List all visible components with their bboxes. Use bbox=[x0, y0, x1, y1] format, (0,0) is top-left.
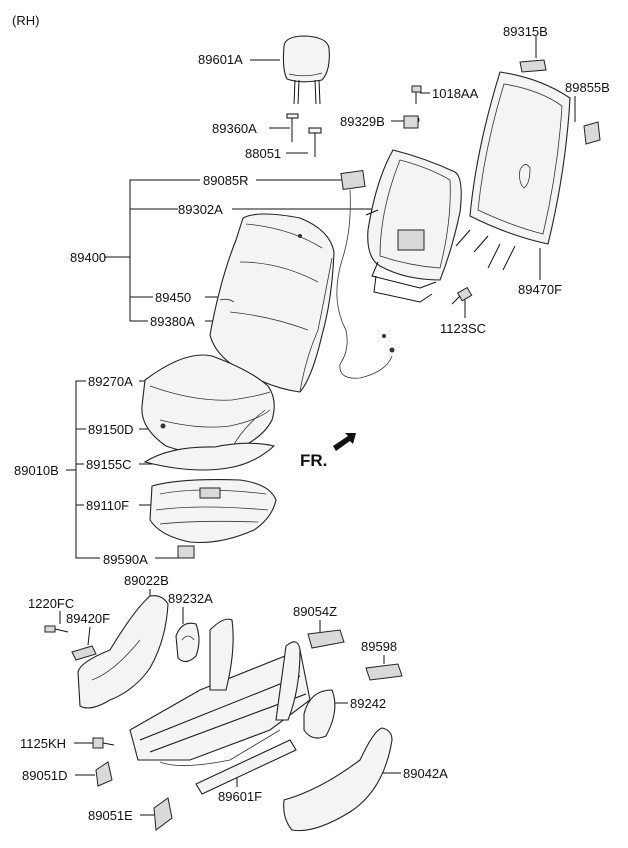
seat-track-frame bbox=[129, 618, 311, 766]
rail-89601F bbox=[195, 739, 297, 795]
wire-harness bbox=[336, 169, 395, 379]
side-label: (RH) bbox=[12, 13, 39, 28]
label-89051D: 89051D bbox=[22, 768, 68, 783]
cap-89051D bbox=[95, 761, 113, 787]
label-1220FC: 1220FC bbox=[28, 596, 74, 611]
side-cover-89022B bbox=[77, 595, 169, 709]
bolt-1018AA bbox=[411, 85, 422, 104]
label-89270A: 89270A bbox=[88, 374, 133, 389]
label-1123SC: 1123SC bbox=[440, 321, 486, 336]
label-88051: 88051 bbox=[245, 146, 281, 161]
front-direction-label: FR. bbox=[300, 451, 327, 470]
label-89022B: 89022B bbox=[124, 573, 169, 588]
label-89232A: 89232A bbox=[168, 591, 213, 606]
bolt-1220FC bbox=[44, 625, 69, 633]
headrest bbox=[282, 35, 330, 105]
label-89155C: 89155C bbox=[86, 457, 132, 472]
label-89110F: 89110F bbox=[86, 498, 129, 513]
seat-cushion bbox=[141, 354, 275, 455]
label-89400: 89400 bbox=[70, 250, 106, 265]
label-89054Z: 89054Z bbox=[293, 604, 337, 619]
label-89420F: 89420F bbox=[66, 611, 110, 626]
label-89242: 89242 bbox=[350, 696, 386, 711]
front-arrow-icon bbox=[333, 433, 356, 451]
bolt-1123SC bbox=[451, 286, 473, 305]
label-89085R: 89085R bbox=[203, 173, 249, 188]
label-89598: 89598 bbox=[361, 639, 397, 654]
label-89360A: 89360A bbox=[212, 121, 257, 136]
seat-frame bbox=[149, 479, 277, 543]
back-board bbox=[455, 71, 571, 271]
label-89855B: 89855B bbox=[565, 80, 610, 95]
cover-89420F bbox=[71, 645, 97, 661]
cover-89042A bbox=[283, 727, 393, 832]
label-89302A: 89302A bbox=[178, 202, 223, 217]
label-89601A: 89601A bbox=[198, 52, 243, 67]
seat-pad bbox=[143, 442, 276, 471]
label-89042A: 89042A bbox=[403, 766, 448, 781]
label-1018AA: 1018AA bbox=[432, 86, 479, 101]
label-89380A: 89380A bbox=[150, 314, 195, 329]
bolt-1125KH bbox=[92, 737, 115, 749]
ring-89242 bbox=[303, 689, 336, 739]
label-89010B: 89010B bbox=[14, 463, 59, 478]
seat-back-cushion bbox=[209, 213, 335, 393]
cap-89051E bbox=[153, 797, 173, 831]
bracket-89598 bbox=[365, 663, 403, 681]
label-89329B: 89329B bbox=[340, 114, 385, 129]
clip-89315B bbox=[519, 59, 547, 73]
label-89470F: 89470F bbox=[518, 282, 562, 297]
headrest-guides bbox=[286, 113, 322, 157]
label-89150D: 89150D bbox=[88, 422, 134, 437]
label-89450: 89450 bbox=[155, 290, 191, 305]
label-89315B: 89315B bbox=[503, 24, 548, 39]
label-89051E: 89051E bbox=[88, 808, 133, 823]
ring-89232A bbox=[175, 622, 200, 663]
label-89590A: 89590A bbox=[103, 552, 148, 567]
cap-89855B bbox=[583, 121, 601, 145]
bracket-89054Z bbox=[307, 629, 345, 649]
seat-back-frame bbox=[365, 115, 462, 303]
label-1125KH: 1125KH bbox=[20, 736, 66, 751]
clip-89590A bbox=[177, 545, 195, 559]
label-89601F: 89601F bbox=[218, 789, 262, 804]
